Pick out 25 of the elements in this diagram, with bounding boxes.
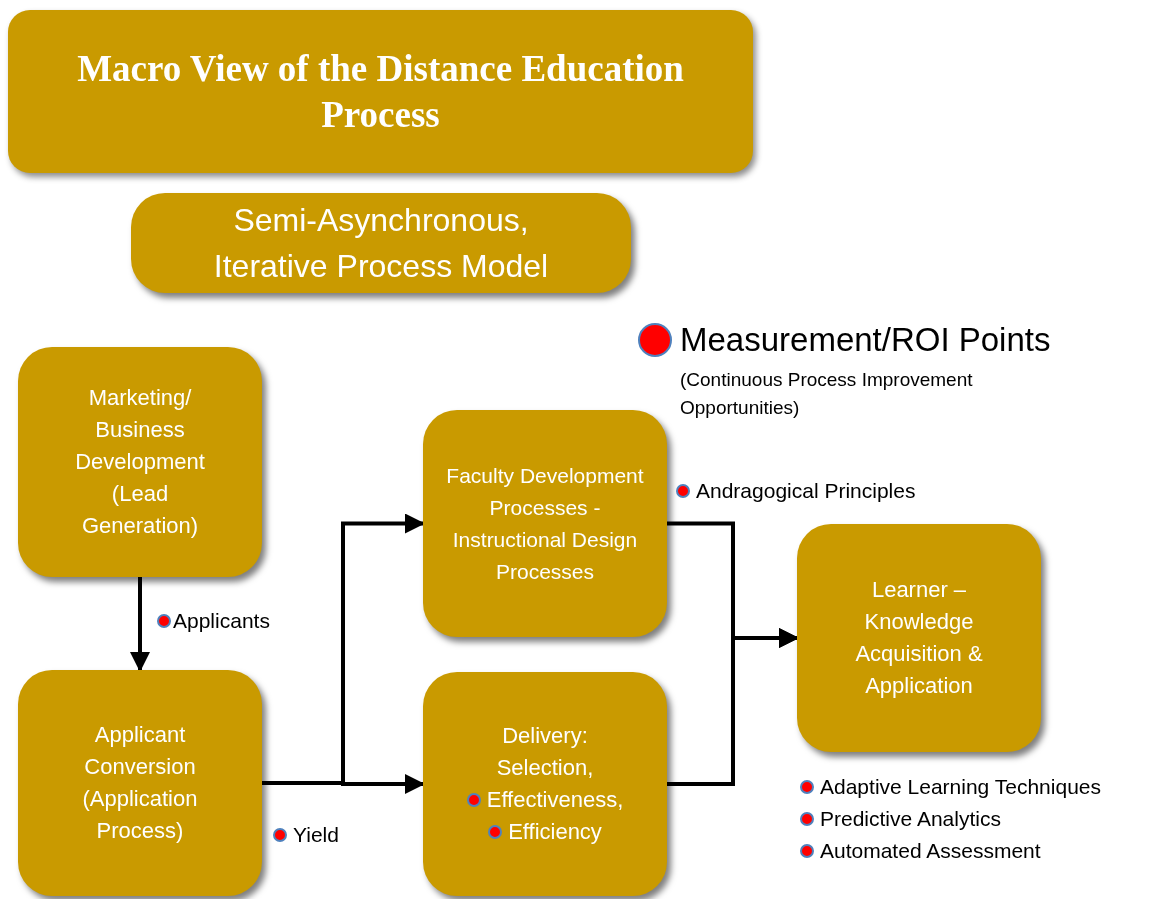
- annotation-text: (Continuous Process Improvement Opportunities): [680, 368, 974, 420]
- title: Macro View of the Distance Education Process: [76, 46, 685, 137]
- box-text: Applicant Conversion (Application Process): [81, 721, 199, 845]
- connector-arrow: [262, 774, 425, 794]
- box-text: Faculty Development Processes - Instructional Design Processes: [445, 462, 645, 585]
- process-box: [131, 193, 631, 293]
- process-box: [797, 524, 1041, 752]
- connector-arrow: [130, 577, 150, 672]
- annotation-text: Predictive Analytics: [820, 806, 1001, 832]
- box-text: Delivery: Selection,: [495, 722, 595, 782]
- box-text: Marketing/ Business Development (Lead Generation): [74, 384, 206, 540]
- box-text: Semi-Asynchronous, Iterative Process Model: [212, 201, 550, 286]
- process-box: [423, 672, 667, 896]
- process-box: [18, 670, 262, 896]
- annotation-text: Adaptive Learning Techniques: [820, 774, 1101, 800]
- box-text: Efficiency: [508, 818, 602, 846]
- annotation-text: Andragogical Principles: [696, 478, 916, 504]
- edge-label: Applicants: [173, 608, 270, 634]
- annotation-text: Yield: [293, 822, 339, 848]
- process-box: [423, 410, 667, 637]
- box-text: Effectiveness,: [486, 786, 624, 814]
- box-text: Learner – Knowledge Acquisition & Application: [854, 576, 984, 700]
- annotation-text: Automated Assessment: [820, 838, 1041, 864]
- legend-text: Measurement/ROI Points: [680, 320, 1051, 360]
- process-box: [18, 347, 262, 577]
